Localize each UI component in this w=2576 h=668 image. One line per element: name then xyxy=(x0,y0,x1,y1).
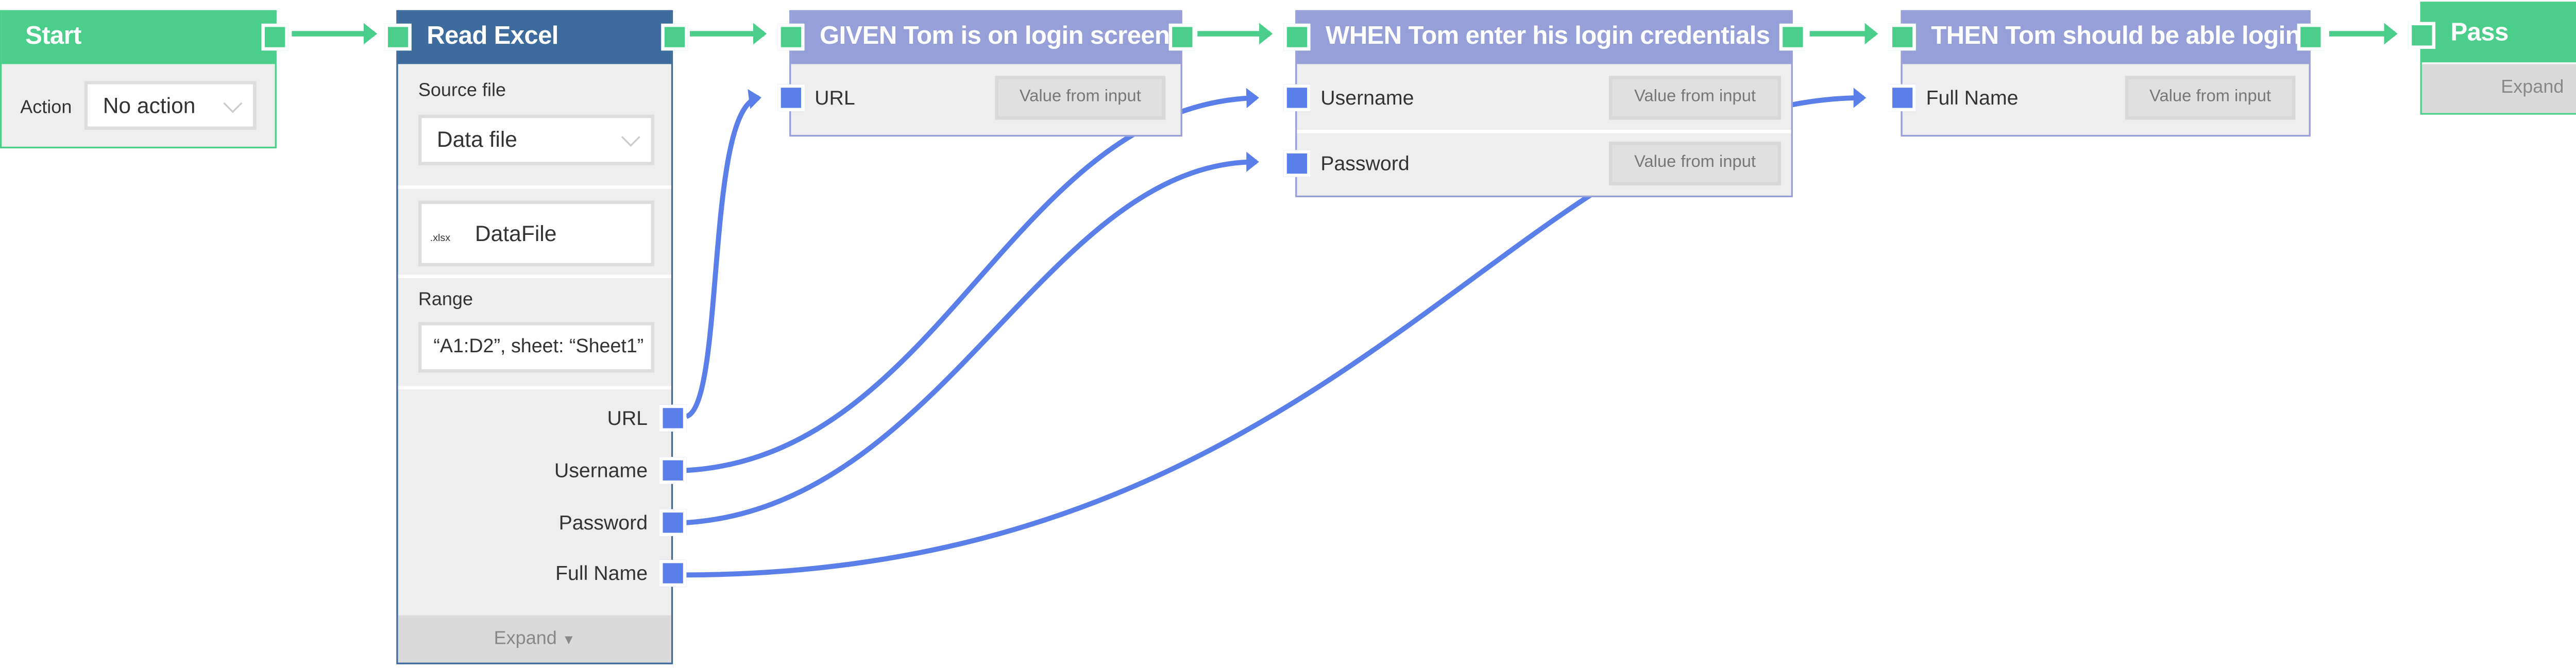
read-excel-title: Read Excel xyxy=(398,11,671,64)
action-value: No action xyxy=(103,93,196,118)
expand-button[interactable]: Expand ▼ xyxy=(398,615,671,663)
caret-down-icon: ▼ xyxy=(562,632,575,648)
output-password-port[interactable] xyxy=(659,509,687,537)
data-file-picker[interactable]: .xlsx DataFile xyxy=(418,200,655,267)
divider xyxy=(398,386,671,390)
output-username-label: Username xyxy=(554,458,648,483)
when-output-port[interactable] xyxy=(1779,23,1807,51)
when-username-value[interactable]: Value from input xyxy=(1609,76,1781,120)
start-title: Start xyxy=(2,11,275,64)
range-input[interactable]: “A1:D2”, sheet: “Sheet1” xyxy=(418,322,655,373)
output-username-port[interactable] xyxy=(659,457,687,484)
xlsx-file-icon: .xlsx xyxy=(430,217,464,247)
when-title: WHEN Tom enter his login credentials xyxy=(1297,11,1791,64)
output-fullname-port[interactable] xyxy=(659,559,687,587)
start-output-port[interactable] xyxy=(261,23,289,51)
expand-label: Expand xyxy=(494,629,557,649)
when-password-label: Password xyxy=(1320,151,1410,176)
then-input-port[interactable] xyxy=(1889,23,1916,51)
source-file-select[interactable]: Data file xyxy=(418,114,655,165)
action-select[interactable]: No action xyxy=(84,81,257,130)
output-fullname-label: Full Name xyxy=(555,561,648,585)
read-excel-node[interactable]: Read Excel Source file Data file .xlsx D… xyxy=(384,10,688,664)
when-username-label: Username xyxy=(1320,85,1414,110)
output-url-label: URL xyxy=(607,406,648,430)
pass-expand-button[interactable]: Expand xyxy=(2421,62,2576,113)
then-output-port[interactable] xyxy=(2297,23,2325,51)
start-node[interactable]: Start Action No action xyxy=(0,10,289,149)
source-file-value: Data file xyxy=(436,126,518,152)
when-step-node[interactable]: WHEN Tom enter his login credentials Use… xyxy=(1283,10,1807,198)
link-url xyxy=(685,89,761,419)
given-url-value[interactable]: Value from input xyxy=(995,76,1166,120)
range-value: “A1:D2”, sheet: “Sheet1” xyxy=(433,337,644,358)
chevron-down-icon xyxy=(223,93,243,112)
when-input-port[interactable] xyxy=(1283,23,1311,51)
link-username xyxy=(686,88,1259,473)
source-file-label: Source file xyxy=(418,81,506,101)
given-url-label: URL xyxy=(815,85,855,110)
pass-input-port[interactable] xyxy=(2408,22,2436,49)
given-input-port[interactable] xyxy=(777,23,805,51)
pass-node[interactable]: Pass Expand xyxy=(2408,2,2576,115)
given-title: GIVEN Tom is on login screen xyxy=(791,11,1181,64)
link-password xyxy=(686,151,1259,525)
then-title: THEN Tom should be able login xyxy=(1902,11,2309,64)
range-label: Range xyxy=(418,290,473,311)
given-step-node[interactable]: GIVEN Tom is on login screen URL Value f… xyxy=(777,10,1196,137)
then-step-node[interactable]: THEN Tom should be able login Full Name … xyxy=(1889,10,2325,137)
when-password-value[interactable]: Value from input xyxy=(1609,141,1781,186)
then-fullname-label: Full Name xyxy=(1926,85,2019,110)
read-excel-input-port[interactable] xyxy=(384,23,412,51)
when-username-port[interactable] xyxy=(1283,84,1311,112)
when-password-port[interactable] xyxy=(1283,150,1311,177)
divider xyxy=(398,185,671,189)
data-file-name: DataFile xyxy=(474,220,557,246)
pass-title: Pass xyxy=(2421,3,2576,64)
action-label: Action xyxy=(20,97,72,118)
then-fullname-value[interactable]: Value from input xyxy=(2125,76,2296,120)
chevron-down-icon xyxy=(621,127,640,147)
given-output-port[interactable] xyxy=(1168,23,1196,51)
divider xyxy=(398,275,671,279)
divider xyxy=(1297,130,1791,133)
given-url-port[interactable] xyxy=(777,84,805,112)
output-url-port[interactable] xyxy=(659,404,687,432)
then-fullname-port[interactable] xyxy=(1889,84,1916,112)
output-password-label: Password xyxy=(558,510,648,535)
read-excel-output-port[interactable] xyxy=(661,23,688,51)
